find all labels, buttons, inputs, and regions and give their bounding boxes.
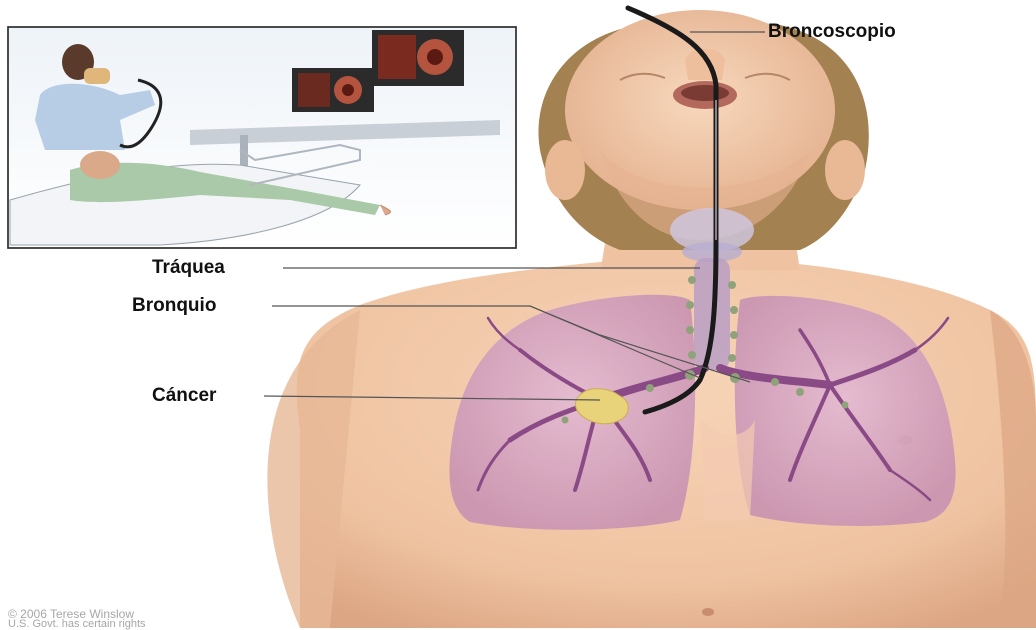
label-trachea: Tráquea	[152, 258, 225, 277]
monitor-small	[292, 68, 374, 112]
navel	[702, 608, 714, 616]
procedure-inset	[8, 27, 516, 248]
label-cancer: Cáncer	[152, 386, 216, 405]
rights-notice: U.S. Govt. has certain rights	[8, 619, 146, 630]
label-bronchus: Bronquio	[132, 296, 216, 315]
label-bronchoscope: Broncoscopio	[768, 22, 896, 41]
monitor-large	[372, 30, 464, 86]
